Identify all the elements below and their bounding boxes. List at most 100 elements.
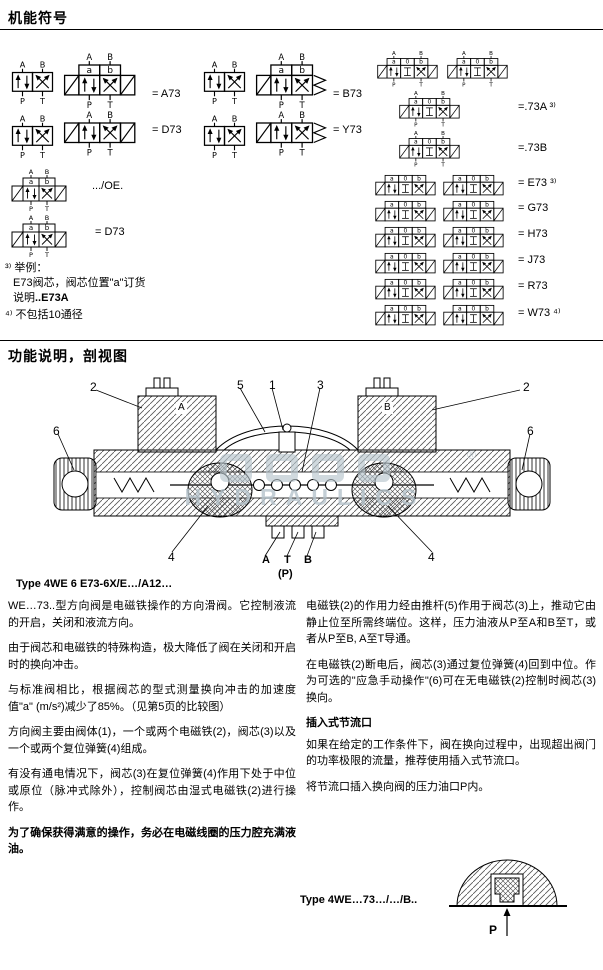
symbol-label-73a: =.73A ³⁾ (518, 101, 556, 113)
svg-text:0: 0 (472, 253, 476, 260)
svg-text:a: a (458, 253, 462, 260)
svg-text:a: a (458, 305, 462, 312)
callout-6-right: 6 (527, 424, 534, 438)
svg-text:T: T (44, 205, 49, 213)
paragraph: 电磁铁(2)的作用力经由推杆(5)作用于阀芯(3)上，推动它由静止位至所需终端位… (306, 600, 596, 645)
symbol-label-e73: = E73 ³⁾ (518, 177, 557, 189)
spool-land (271, 479, 283, 491)
solenoid-coil-right (357, 395, 437, 453)
svg-text:b: b (45, 178, 50, 186)
svg-text:T: T (440, 163, 445, 169)
svg-text:b: b (417, 253, 421, 260)
port-label-a: A (262, 554, 270, 566)
svg-text:A: A (20, 60, 26, 70)
svg-text:b: b (107, 66, 113, 76)
svg-text:A: A (462, 51, 466, 57)
footnote-3-line2: E73阀芯，阀芯位置"a"订货 (13, 276, 146, 289)
paragraph: 与标准阀相比，根据阀芯的型式测量换向冲击的加速度值"a" (m/s²)减少了85… (8, 684, 296, 713)
svg-text:b: b (417, 227, 421, 234)
callout-4-left: 4 (168, 550, 175, 564)
svg-text:0: 0 (404, 279, 408, 286)
svg-text:A: A (212, 114, 218, 124)
footnote-3-text: 说明 (13, 291, 35, 304)
spool-land (289, 479, 301, 491)
svg-text:B: B (299, 110, 305, 120)
symbols-area: = A73 = D73 = B73 = Y73 =.73A ³⁾ =.73B .… (0, 0, 603, 340)
svg-text:b: b (417, 175, 421, 182)
diagram-caption: Type 4WE 6 E73-6X/E…/A12… (16, 578, 173, 590)
svg-text:b: b (419, 59, 423, 66)
svg-text:a: a (390, 175, 394, 182)
svg-text:a: a (392, 59, 396, 66)
svg-text:b: b (299, 66, 305, 76)
port-label-p: (P) (278, 568, 293, 580)
svg-text:0: 0 (404, 201, 408, 208)
svg-text:P: P (212, 96, 217, 106)
callout-5: 5 (237, 378, 244, 392)
symbol-label-y73: = Y73 (333, 124, 362, 136)
svg-text:P: P (87, 147, 92, 157)
callout-2-left: 2 (90, 380, 97, 394)
symbol-label-oe: .../OE. (92, 180, 124, 192)
svg-text:P: P (392, 83, 396, 89)
svg-text:B: B (489, 51, 493, 57)
body-left-column: WE…73..型方向阀是电磁铁操作的方向滑阀。它控制液流的开启，关闭和液流方向。… (8, 598, 296, 867)
port-a (271, 525, 285, 539)
svg-text:0: 0 (472, 175, 476, 182)
callout-2-right: 2 (523, 380, 530, 394)
spring-left (113, 476, 155, 494)
svg-text:a: a (390, 201, 394, 208)
paragraph-emphasis: 为了确保获得满意的操作，务必在电磁线圈的压力腔充满液油。 (8, 826, 296, 856)
section-title-symbols: 机能符号 (8, 10, 68, 26)
svg-text:B: B (45, 168, 49, 176)
svg-text:T: T (107, 100, 114, 110)
spool-land (253, 479, 265, 491)
svg-text:0: 0 (472, 201, 476, 208)
svg-text:P: P (87, 100, 92, 110)
svg-text:T: T (418, 83, 423, 89)
svg-text:a: a (390, 253, 394, 260)
svg-text:B: B (441, 91, 445, 97)
svg-text:A: A (86, 110, 92, 120)
throttle-insert-diagram-area: P Type 4WE…73…/…/B.. (300, 842, 590, 952)
housing-detail (282, 423, 292, 433)
svg-text:b: b (485, 279, 489, 286)
symbol-label-a73: = A73 (152, 88, 181, 100)
svg-text:a: a (414, 99, 418, 106)
coil-terminal-left (145, 387, 179, 397)
svg-text:T: T (299, 147, 306, 157)
svg-text:0: 0 (428, 99, 432, 106)
svg-text:T: T (488, 83, 493, 89)
svg-text:b: b (45, 224, 50, 232)
svg-text:a: a (462, 59, 466, 66)
symbol-label-w73: = W73 ⁴⁾ (518, 307, 561, 319)
svg-text:b: b (417, 279, 421, 286)
port-label-b: B (304, 554, 312, 566)
svg-text:b: b (417, 305, 421, 312)
svg-text:T: T (440, 123, 445, 129)
svg-text:a: a (390, 227, 394, 234)
svg-text:T: T (299, 100, 306, 110)
svg-text:0: 0 (428, 139, 432, 146)
svg-text:a: a (390, 305, 394, 312)
footnotes: ³⁾ 举例： E73阀芯，阀芯位置"a"订货 说明..E73A ⁴⁾ 不包括10… (5, 261, 146, 322)
svg-text:A: A (278, 110, 284, 120)
svg-text:T: T (39, 150, 45, 160)
svg-text:B: B (419, 51, 423, 57)
svg-text:a: a (29, 178, 33, 186)
svg-text:P: P (29, 251, 33, 259)
svg-text:B: B (40, 114, 46, 124)
svg-text:B: B (40, 60, 46, 70)
flow-arrow-head (503, 908, 511, 916)
